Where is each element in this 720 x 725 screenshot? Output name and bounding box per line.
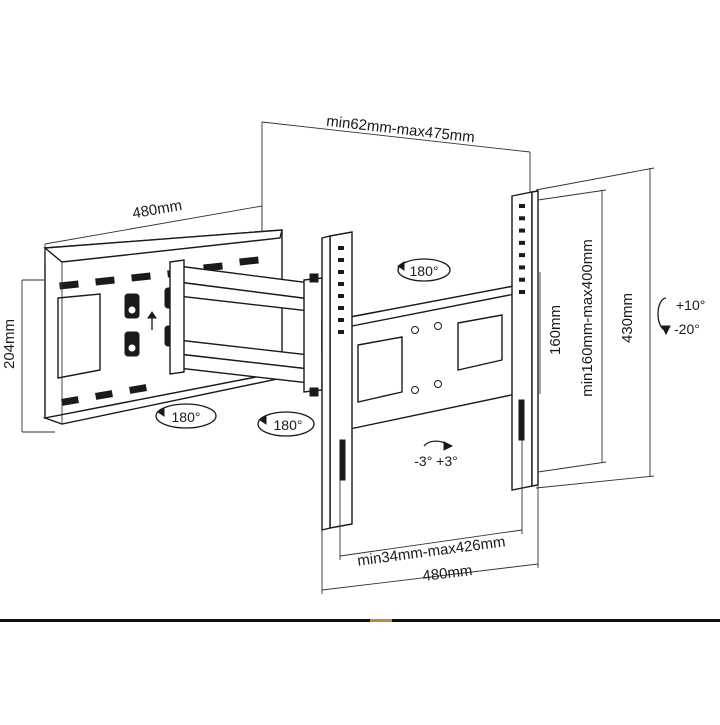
crossbar-cutout-left bbox=[357, 336, 403, 403]
dim-vesa-vertical-min: 160mm bbox=[539, 272, 564, 394]
tv-plate bbox=[321, 190, 539, 531]
elbow-bolt-top bbox=[309, 273, 319, 283]
elbow-bolt-bottom bbox=[309, 387, 319, 397]
dim-top-span-label: min62mm-max475mm bbox=[325, 113, 475, 147]
rotation-roll: -3° +3° bbox=[414, 440, 458, 469]
tv-strip-left-holes bbox=[338, 246, 344, 334]
dim-plate-height: 430mm bbox=[535, 167, 655, 489]
dim-plate-width: 480mm bbox=[321, 486, 539, 594]
rotation-roll-label: -3° +3° bbox=[414, 453, 458, 469]
rotation-tilt-up-label: +10° bbox=[676, 297, 705, 313]
tv-strip-right-flange bbox=[531, 190, 539, 487]
mounting-hole bbox=[338, 294, 344, 298]
tv-strip-left-slot bbox=[339, 439, 346, 481]
mounting-hole bbox=[519, 228, 525, 233]
tv-strip-left-flange bbox=[321, 235, 331, 531]
bottom-strip bbox=[0, 619, 720, 622]
bottom-bar bbox=[0, 619, 720, 622]
dim-plate-width-label: 480mm bbox=[422, 562, 474, 585]
elbow-bracket bbox=[303, 277, 323, 393]
mounting-hole bbox=[519, 265, 525, 270]
mounting-hole bbox=[338, 246, 344, 250]
mounting-hole bbox=[519, 253, 525, 258]
mounting-hole bbox=[338, 282, 344, 286]
tv-strip-right-slot bbox=[518, 399, 525, 441]
crossbar-cutout-right bbox=[457, 314, 503, 371]
mounting-hole bbox=[519, 240, 525, 245]
mounting-hole bbox=[338, 258, 344, 262]
rotation-right-arrow-icon bbox=[259, 415, 267, 425]
dim-wall-height: 204mm bbox=[1, 279, 55, 433]
bottom-accent bbox=[370, 619, 392, 622]
dim-top-span: min62mm-max475mm bbox=[261, 113, 531, 232]
dim-wall-width-label: 480mm bbox=[131, 197, 183, 222]
mounting-hole bbox=[519, 277, 525, 282]
wall-plate-bottom-slots bbox=[61, 384, 147, 406]
mounting-hole bbox=[519, 204, 525, 208]
tv-strip-right-holes bbox=[519, 204, 525, 294]
mounting-hole bbox=[338, 306, 344, 310]
rotation-left-label: 180° bbox=[172, 409, 201, 425]
mounting-hole bbox=[338, 318, 344, 322]
tv-strip-left bbox=[329, 231, 353, 529]
rotation-left: 180° bbox=[155, 403, 217, 429]
mounting-hole bbox=[338, 270, 344, 274]
wall-pivot-bracket bbox=[169, 259, 185, 375]
dim-vesa-vertical-min-label: 160mm bbox=[547, 305, 564, 355]
rotation-right-label: 180° bbox=[274, 417, 303, 433]
rotation-tilt: +10° -20° bbox=[657, 297, 705, 337]
mounting-hole bbox=[519, 290, 525, 294]
dim-plate-height-label: 430mm bbox=[619, 293, 636, 343]
rotation-top-label: 180° bbox=[410, 263, 439, 279]
wall-plate-top-flange bbox=[43, 229, 283, 263]
rotation-tilt-down-label: -20° bbox=[674, 321, 700, 337]
rotation-right: 180° bbox=[257, 411, 315, 437]
wall-plate bbox=[42, 229, 283, 425]
rotation-top: 180° bbox=[397, 258, 451, 282]
rotation-left-arrow-icon bbox=[157, 407, 165, 417]
up-arrow-icon bbox=[147, 311, 157, 330]
mounting-hole bbox=[519, 216, 525, 221]
mounting-hole bbox=[338, 330, 344, 334]
crossbar-holes bbox=[411, 322, 442, 394]
rotation-roll-arrow-icon bbox=[443, 441, 454, 451]
rotation-top-arrow-icon bbox=[397, 261, 405, 271]
rotation-tilt-arrow-icon bbox=[661, 325, 671, 336]
dim-vesa-vertical-range: min160mm-max400mm bbox=[537, 189, 607, 473]
dim-vesa-horizontal-range-label: min34mm-max426mm bbox=[356, 533, 506, 569]
dim-wall-height-label: 204mm bbox=[1, 319, 18, 369]
wall-plate-cutout bbox=[57, 293, 101, 379]
dim-vesa-vertical-range-label: min160mm-max400mm bbox=[579, 239, 596, 397]
